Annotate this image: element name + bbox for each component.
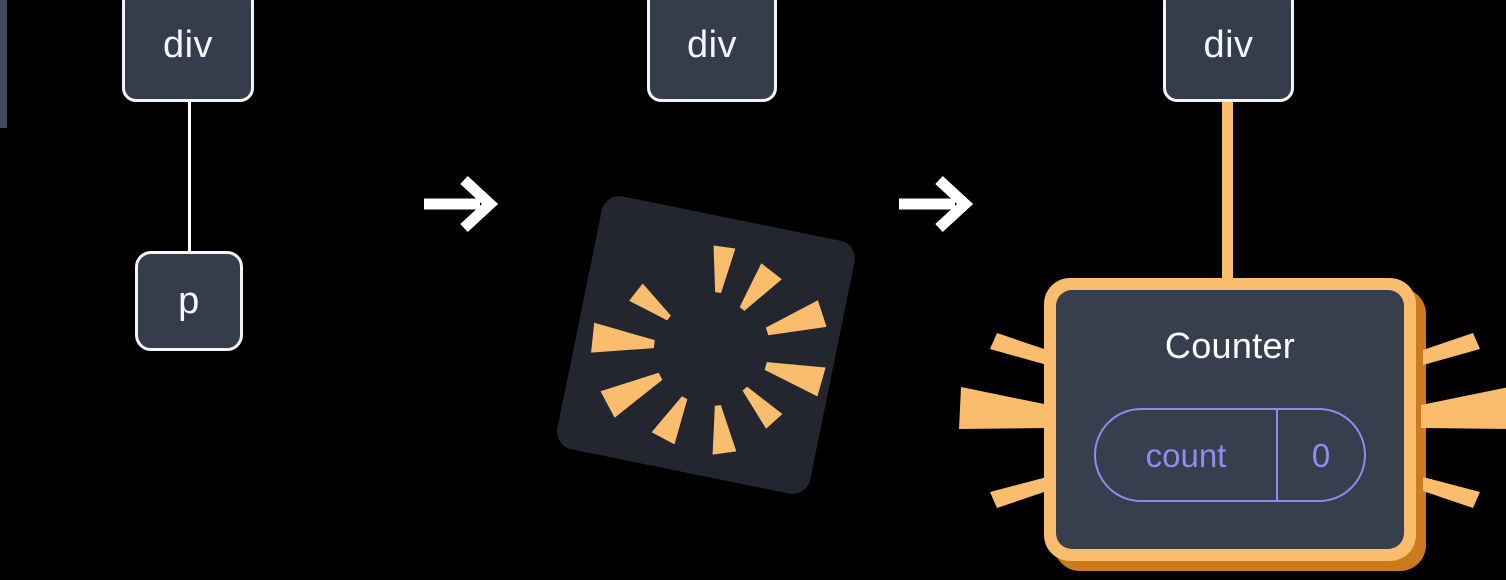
dom-node-div-right: div bbox=[1163, 0, 1294, 102]
sparkle-burst-left-icon bbox=[959, 333, 1049, 508]
counter-card-body: Counter count 0 bbox=[1056, 290, 1404, 549]
dom-node-label: div bbox=[686, 24, 738, 66]
arrow-right-icon bbox=[424, 175, 499, 233]
counter-card[interactable]: Counter count 0 bbox=[1044, 278, 1416, 561]
dom-node-label: p bbox=[178, 280, 200, 322]
counter-state-pill[interactable]: count 0 bbox=[1094, 408, 1366, 502]
dom-node-label: div bbox=[162, 24, 214, 66]
dom-node-p-left: p bbox=[135, 251, 243, 351]
connector-div-to-p bbox=[188, 100, 191, 255]
arrow-right-icon bbox=[899, 175, 974, 233]
sparkle-burst-icon bbox=[591, 245, 827, 455]
counter-title: Counter bbox=[1164, 325, 1296, 366]
dom-node-div-left: div bbox=[122, 0, 254, 102]
connector-dashed-div-to-burst bbox=[0, 0, 7, 128]
connector-div-to-counter bbox=[1222, 100, 1233, 290]
dom-node-div-middle: div bbox=[647, 0, 777, 102]
counter-state-value: 0 bbox=[1311, 436, 1331, 474]
sparkle-burst-right-icon bbox=[1421, 333, 1506, 508]
dom-node-label: div bbox=[1203, 24, 1254, 66]
counter-state-key: count bbox=[1096, 410, 1278, 500]
